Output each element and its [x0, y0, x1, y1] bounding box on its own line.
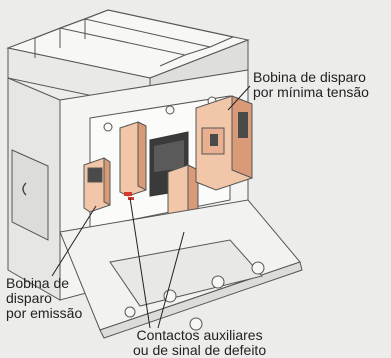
shunt-trip-coil: [83, 157, 111, 213]
label-auxiliary-line2: ou de sinal de defeito: [133, 342, 267, 358]
leader-undervoltage: [227, 85, 251, 111]
leader-shunt: [51, 205, 97, 277]
label-undervoltage-release: Bobina de disparo por mínima tensão: [253, 70, 369, 100]
label-shunt-trip: Bobina de disparo por emissão: [6, 276, 82, 321]
label-auxiliary-line1: Contactos auxiliares: [136, 327, 263, 343]
label-auxiliary-contacts: Contactos auxiliares ou de sinal de defe…: [133, 328, 266, 358]
label-shunt-line3: por emissão: [6, 305, 83, 321]
leader-lines: [51, 85, 251, 329]
leader-aux-2: [157, 231, 185, 329]
label-shunt-line1: Bobina de: [6, 275, 70, 291]
label-undervoltage-line2: por mínima tensão: [253, 84, 369, 100]
leader-aux-1: [129, 197, 151, 329]
label-undervoltage-line1: Bobina de disparo: [253, 69, 366, 85]
undervoltage-release: [195, 95, 253, 191]
label-shunt-line2: disparo: [6, 290, 52, 306]
